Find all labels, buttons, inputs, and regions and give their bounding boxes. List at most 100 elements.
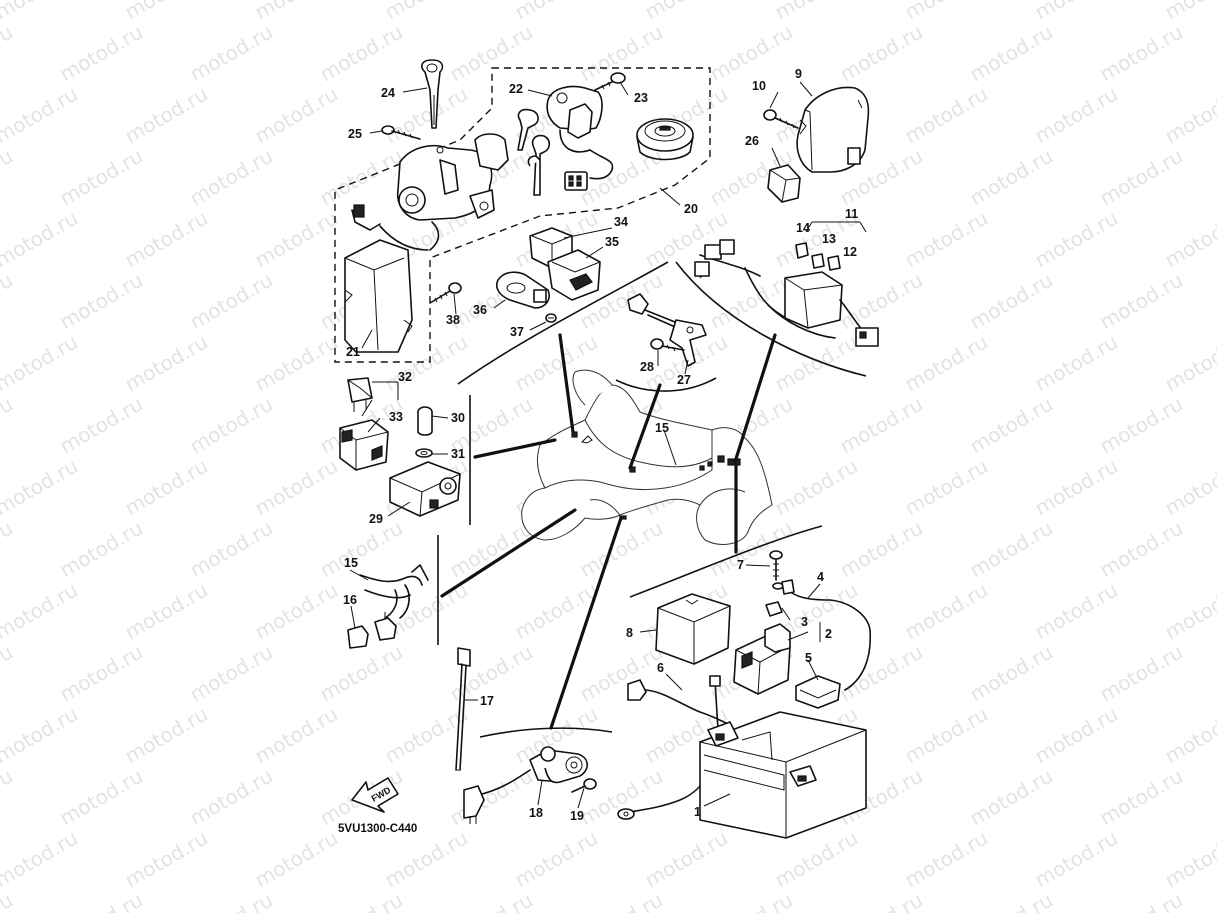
- watermark-text: motod.ru: [0, 578, 82, 645]
- watermark-text: motod.ru: [316, 888, 407, 913]
- callout-19: 19: [570, 809, 584, 823]
- watermark-text: motod.ru: [966, 392, 1057, 459]
- watermark-text: motod.ru: [0, 392, 17, 459]
- callout-15-main: 15: [655, 421, 669, 435]
- callout-24: 24: [381, 86, 395, 100]
- watermark-text: motod.ru: [576, 764, 667, 831]
- watermark-text: motod.ru: [966, 20, 1057, 87]
- watermark-text: motod.ru: [316, 20, 407, 87]
- callout-34: 34: [614, 215, 628, 229]
- watermark-text: motod.ru: [186, 20, 277, 87]
- watermark-text: motod.ru: [1161, 454, 1217, 521]
- watermark-text: motod.ru: [121, 578, 212, 645]
- callout-3: 3: [801, 615, 808, 629]
- watermark-text: motod.ru: [121, 454, 212, 521]
- watermark-text: motod.ru: [1096, 144, 1187, 211]
- watermark-text: motod.ru: [901, 454, 992, 521]
- callout-29: 29: [369, 512, 383, 526]
- callout-9: 9: [795, 67, 802, 81]
- watermark-text: motod.ru: [186, 144, 277, 211]
- watermark-text: motod.ru: [901, 206, 992, 273]
- watermark-text: motod.ru: [576, 640, 667, 707]
- watermark-text: motod.ru: [1161, 206, 1217, 273]
- watermark-text: motod.ru: [121, 330, 212, 397]
- watermark-text: motod.ru: [706, 268, 797, 335]
- watermark-text: motod.ru: [706, 20, 797, 87]
- watermark-text: motod.ru: [641, 826, 732, 893]
- watermark-text: motod.ru: [0, 888, 17, 913]
- callout-35: 35: [605, 235, 619, 249]
- callout-26: 26: [745, 134, 759, 148]
- watermark-text: motod.ru: [771, 454, 862, 521]
- callout-2: 2: [825, 627, 832, 641]
- watermark-text: motod.ru: [1161, 82, 1217, 149]
- watermark-text: motod.ru: [1096, 268, 1187, 335]
- watermark-text: motod.ru: [1096, 516, 1187, 583]
- callout-27: 27: [677, 373, 691, 387]
- watermark-text: motod.ru: [0, 640, 17, 707]
- watermark-text: motod.ru: [56, 144, 147, 211]
- watermark-text: motod.ru: [251, 454, 342, 521]
- watermark-text: motod.ru: [186, 888, 277, 913]
- watermark-text: motod.ru: [1031, 826, 1122, 893]
- watermark-text: motod.ru: [251, 330, 342, 397]
- watermark-text: motod.ru: [121, 826, 212, 893]
- watermark-text: motod.ru: [446, 516, 537, 583]
- watermark-text: motod.ru: [966, 888, 1057, 913]
- callout-30: 30: [451, 411, 465, 425]
- watermark-text: motod.ru: [1161, 330, 1217, 397]
- callout-12: 12: [843, 245, 857, 259]
- watermark-text: motod.ru: [0, 0, 82, 24]
- watermark-text: motod.ru: [0, 764, 17, 831]
- callout-23: 23: [634, 91, 648, 105]
- watermark-text: motod.ru: [381, 826, 472, 893]
- watermark-text: motod.ru: [56, 392, 147, 459]
- watermark-text: motod.ru: [836, 640, 927, 707]
- diagram-code: 5VU1300-C440: [338, 823, 417, 835]
- watermark-text: motod.ru: [186, 392, 277, 459]
- callout-10: 10: [752, 79, 766, 93]
- watermark-text: motod.ru: [966, 764, 1057, 831]
- watermark-text: motod.ru: [1096, 888, 1187, 913]
- watermark-text: motod.ru: [0, 826, 82, 893]
- watermark-text: motod.ru: [186, 640, 277, 707]
- callout-7: 7: [737, 558, 744, 572]
- watermark-text: motod.ru: [1031, 330, 1122, 397]
- watermark-text: motod.ru: [511, 578, 602, 645]
- watermark-text: motod.ru: [1161, 702, 1217, 769]
- watermark-text: motod.ru: [121, 82, 212, 149]
- watermark-text: motod.ru: [901, 82, 992, 149]
- callout-16: 16: [343, 593, 357, 607]
- callout-4: 4: [817, 570, 824, 584]
- watermark-text: motod.ru: [836, 516, 927, 583]
- watermark-text: motod.ru: [186, 516, 277, 583]
- watermark-text: motod.ru: [966, 144, 1057, 211]
- control-unit-part-9: [797, 87, 868, 172]
- watermark-text: motod.ru: [966, 268, 1057, 335]
- watermark-text: motod.ru: [0, 454, 82, 521]
- watermark-text: motod.ru: [901, 826, 992, 893]
- callout-5: 5: [805, 651, 812, 665]
- watermark-text: motod.ru: [511, 826, 602, 893]
- watermark-text: motod.ru: [1096, 640, 1187, 707]
- callout-20: 20: [684, 202, 698, 216]
- watermark-text: motod.ru: [1096, 20, 1187, 87]
- watermark-text: motod.ru: [316, 640, 407, 707]
- watermark-text: motod.ru: [56, 640, 147, 707]
- watermark-text: motod.ru: [0, 516, 17, 583]
- watermark-text: motod.ru: [0, 702, 82, 769]
- relay-parts-29-33: [340, 378, 460, 516]
- watermark-text: motod.ru: [186, 764, 277, 831]
- watermark-text: motod.ru: [771, 330, 862, 397]
- watermark-text: motod.ru: [1096, 392, 1187, 459]
- callout-33: 33: [389, 410, 403, 424]
- callout-15-harness: 15: [344, 556, 358, 570]
- callout-38: 38: [446, 313, 460, 327]
- watermark-text: motod.ru: [836, 20, 927, 87]
- callout-31: 31: [451, 447, 465, 461]
- watermark-text: motod.ru: [576, 888, 667, 913]
- watermark-text: motod.ru: [446, 888, 537, 913]
- watermark-text: motod.ru: [0, 268, 17, 335]
